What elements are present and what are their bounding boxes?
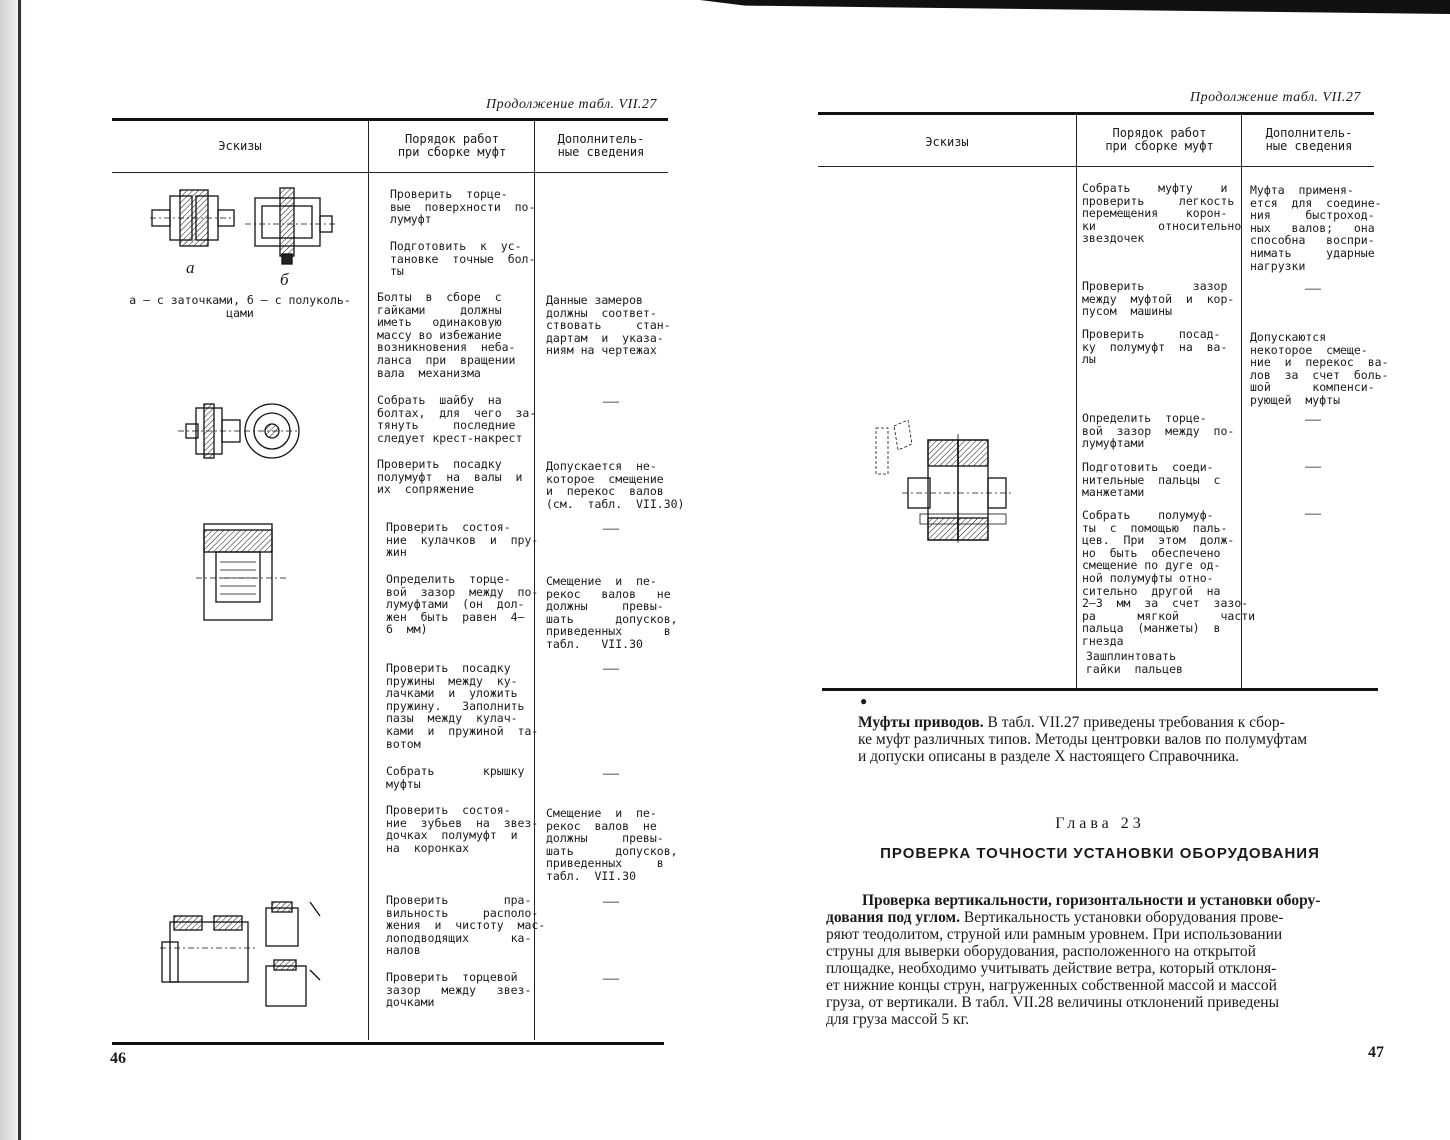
step-info-dash: —	[1305, 280, 1321, 297]
table-top-rule	[818, 112, 1374, 115]
step-work: Определить торце- вой зазор между по- лу…	[386, 572, 539, 637]
step-info: Данные замеров должны соответ- ствовать …	[546, 293, 671, 358]
table-continuation: Продолжение табл. VII.27	[1190, 90, 1361, 105]
figure-label-b: б	[280, 270, 289, 289]
paragraph-body: В табл. VII.27 приведены требования к сб…	[858, 714, 1308, 765]
page-number-right: 47	[1368, 1044, 1384, 1061]
header-additional-info: Дополнитель- ные сведения	[557, 132, 645, 159]
scan-shadow	[700, 0, 1450, 14]
figure-caption: а — с заточками, б — с полуколь- цами	[129, 293, 351, 320]
step-work: Определить торце- вой зазор между по- лу…	[1082, 411, 1235, 451]
header-work-order: Порядок работ при сборке муфт	[1105, 126, 1214, 153]
header-sketches: Эскизы	[218, 139, 262, 153]
book-gutter-edge	[0, 0, 26, 1140]
elastic-pin-coupling-sketch	[875, 420, 1012, 544]
step-work: Собрать крышку муфты	[386, 764, 525, 791]
table-header-rule	[818, 166, 1374, 167]
figure-label-a: а	[186, 258, 195, 277]
step-info-dash: —	[603, 893, 619, 910]
column-divider	[368, 120, 369, 1040]
step-work: Зашплинтовать гайки пальцев	[1086, 649, 1183, 676]
step-work: Проверить пра- вильность располо- жения …	[386, 893, 546, 958]
step-work: Подготовить соеди- нительные пальцы с ма…	[1082, 460, 1221, 500]
table-header-rule	[112, 172, 668, 173]
step-work: Собрать муфту и проверить легкость перем…	[1082, 181, 1242, 246]
paragraph-coupling-drives: Муфты приводов. В табл. VII.27 приведены…	[858, 714, 1380, 765]
header-additional-info: Дополнитель- ные сведения	[1265, 126, 1353, 153]
pin-coupling-sketch	[178, 403, 300, 459]
step-work: Проверить торцевой зазор между звез- доч…	[386, 970, 532, 1010]
step-info-dash: —	[603, 765, 619, 782]
header-work-order: Порядок работ при сборке муфт	[397, 132, 507, 159]
column-divider	[1241, 114, 1242, 688]
table-bottom-rule	[112, 1042, 664, 1045]
paragraph-lead: Проверка вертикальности, горизонтальност…	[826, 892, 1321, 926]
flange-coupling-sketch	[150, 187, 335, 265]
bullet-mark: ●	[860, 694, 868, 708]
step-info: Смещение и пе- рекос валов не должны пре…	[546, 574, 678, 651]
gear-coupling-sketch	[160, 901, 321, 1007]
step-work: Проверить состоя- ние кулачков и пру- жи…	[386, 520, 539, 560]
cam-spring-coupling-sketch	[196, 523, 286, 621]
step-work: Подготовить к ус- тановке точные бол- ты	[390, 239, 536, 279]
paragraph-lead: Муфты приводов.	[858, 714, 984, 731]
step-info: Допускается не- которое смещение и перек…	[546, 459, 685, 511]
step-work: Собрать шайбу на болтах, для чего за- тя…	[377, 393, 537, 445]
step-work: Проверить посадку пружины между ку- лачк…	[386, 661, 539, 751]
table-bottom-rule	[822, 688, 1378, 691]
step-info-dash: —	[1305, 458, 1321, 475]
page-number-left: 46	[110, 1050, 126, 1067]
step-work: Проверить состоя- ние зубьев на звез- до…	[386, 803, 539, 855]
step-info: Муфта применя- ется для соедине- ния быс…	[1250, 183, 1382, 273]
step-info-dash: —	[603, 970, 619, 987]
chapter-title: ПРОВЕРКА ТОЧНОСТИ УСТАНОВКИ ОБОРУДОВАНИЯ	[880, 845, 1320, 862]
column-divider	[534, 120, 535, 1040]
step-work: Собрать полумуф- ты с помощью паль- цев.…	[1082, 508, 1256, 648]
header-sketches: Эскизы	[925, 135, 969, 149]
table-top-rule	[112, 118, 668, 121]
step-work: Проверить посад- ку полумуфт на ва- лы	[1082, 327, 1228, 367]
step-work: Болты в сборе с гайками должны иметь оди…	[377, 290, 516, 380]
step-info-dash: —	[1305, 411, 1321, 428]
step-work: Проверить зазор между муфтой и кор- пусо…	[1082, 279, 1235, 319]
chapter-number: Глава 23	[1055, 815, 1145, 832]
step-info-dash: —	[603, 520, 619, 537]
step-info: Допускаются некоторое смеще- ние и перек…	[1250, 330, 1389, 407]
paragraph-verticality-check: Проверка вертикальности, горизонтальност…	[826, 892, 1386, 1028]
step-info-dash: —	[603, 660, 619, 677]
step-info-dash: —	[1305, 505, 1321, 522]
step-work: Проверить торце- вые поверхности по- лум…	[390, 187, 536, 227]
column-divider	[1076, 114, 1077, 688]
step-work: Проверить посадку полумуфт на валы и их …	[377, 457, 523, 497]
paragraph-body: Вертикальность установки оборудования пр…	[826, 909, 1284, 1028]
step-info-dash: —	[603, 393, 619, 410]
step-info: Смещение и пе- рекос валов не должны пре…	[546, 806, 678, 883]
table-continuation: Продолжение табл. VII.27	[486, 97, 657, 112]
